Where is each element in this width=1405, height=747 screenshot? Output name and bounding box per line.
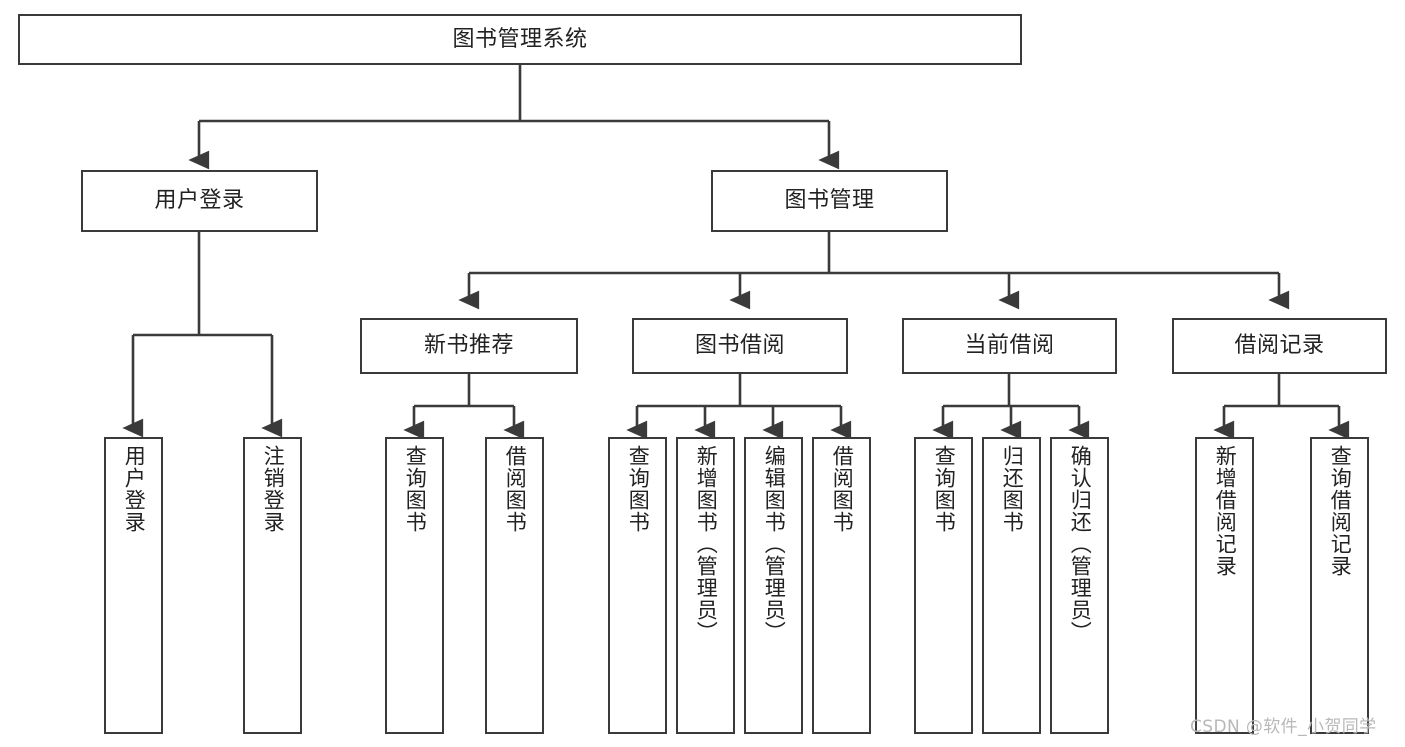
- node-label: 图书管理: [784, 188, 875, 214]
- watermark-text: CSDN @软件_小贺同学: [1190, 717, 1377, 737]
- node-new-book-recommend[interactable]: 新书推荐: [360, 318, 578, 374]
- node-label: 借阅图书: [830, 445, 855, 533]
- leaf-new-book-query-book[interactable]: 查询图书: [385, 437, 444, 734]
- node-label: 查询图书: [403, 445, 428, 533]
- node-label: 用户登录: [122, 445, 147, 533]
- leaf-book-borrow-borrow-book[interactable]: 借阅图书: [812, 437, 871, 734]
- node-label: 确认归还（管理员）: [1068, 445, 1093, 643]
- node-label: 查询借阅记录: [1328, 445, 1353, 577]
- node-label: 新增借阅记录: [1213, 445, 1238, 577]
- node-label: 编辑图书（管理员）: [762, 445, 787, 643]
- node-label: 新书推荐: [423, 333, 514, 359]
- node-label: 用户登录: [154, 188, 245, 214]
- node-label: 新增图书（管理员）: [694, 445, 719, 643]
- leaf-user-login-login[interactable]: 用户登录: [104, 437, 163, 734]
- node-label: 图书借阅: [694, 333, 785, 359]
- node-book-management[interactable]: 图书管理: [711, 170, 948, 232]
- leaf-current-borrow-query-book[interactable]: 查询图书: [914, 437, 973, 734]
- leaf-current-borrow-confirm-return-admin[interactable]: 确认归还（管理员）: [1050, 437, 1109, 734]
- node-label: 归还图书: [1000, 445, 1025, 533]
- leaf-book-borrow-query-book[interactable]: 查询图书: [608, 437, 667, 734]
- node-label: 注销登录: [261, 445, 286, 533]
- node-borrow-record[interactable]: 借阅记录: [1172, 318, 1387, 374]
- leaf-borrow-record-add-record[interactable]: 新增借阅记录: [1195, 437, 1254, 734]
- leaf-current-borrow-return-book[interactable]: 归还图书: [982, 437, 1041, 734]
- leaf-user-login-logout[interactable]: 注销登录: [243, 437, 302, 734]
- leaf-borrow-record-query-record[interactable]: 查询借阅记录: [1310, 437, 1369, 734]
- node-book-borrow[interactable]: 图书借阅: [632, 318, 848, 374]
- leaf-book-borrow-add-book-admin[interactable]: 新增图书（管理员）: [676, 437, 735, 734]
- node-user-login[interactable]: 用户登录: [81, 170, 318, 232]
- node-label: 查询图书: [932, 445, 957, 533]
- leaf-book-borrow-edit-book-admin[interactable]: 编辑图书（管理员）: [744, 437, 803, 734]
- node-label: 当前借阅: [964, 333, 1055, 359]
- node-label: 查询图书: [626, 445, 651, 533]
- node-current-borrow[interactable]: 当前借阅: [902, 318, 1117, 374]
- node-label: 图书管理系统: [452, 26, 588, 52]
- node-root-library-system[interactable]: 图书管理系统: [18, 14, 1022, 65]
- leaf-new-book-borrow-book[interactable]: 借阅图书: [485, 437, 544, 734]
- node-label: 借阅记录: [1234, 333, 1325, 359]
- node-label: 借阅图书: [503, 445, 528, 533]
